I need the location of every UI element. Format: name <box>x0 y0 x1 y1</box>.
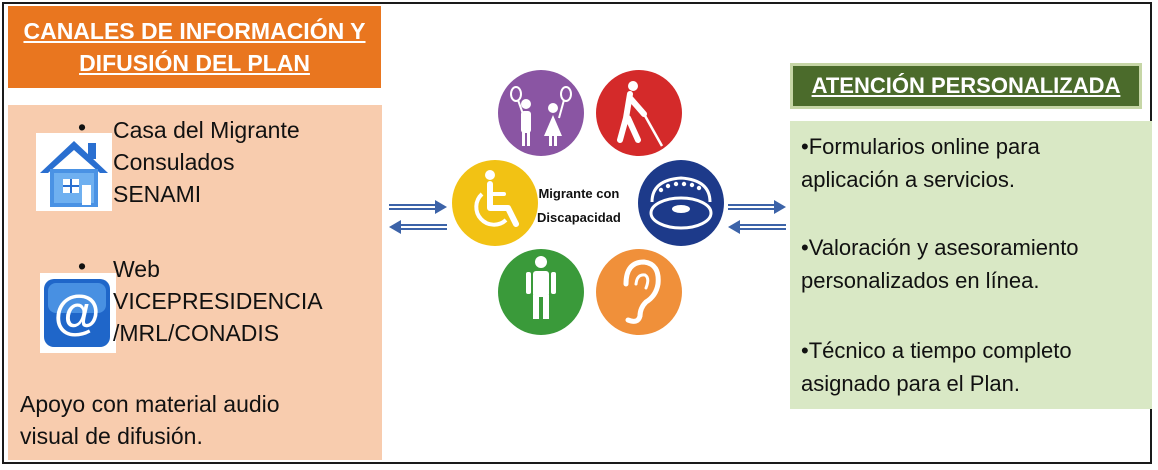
center-label-line1: Migrante con <box>538 186 620 201</box>
right-panel-header: ATENCIÓN PERSONALIZADA <box>790 63 1142 109</box>
left-double-arrow <box>389 200 447 234</box>
center-label: Migrante con Discapacidad <box>537 182 621 230</box>
center-label-line2: Discapacidad <box>537 210 621 225</box>
left-header-line2: DIFUSIÓN DEL PLAN <box>79 50 310 76</box>
bullet-2: • <box>78 253 87 279</box>
center-disability-cluster <box>452 70 724 335</box>
left-footer-line1: Apoyo con material audio <box>20 391 280 417</box>
right-header-title: ATENCIÓN PERSONALIZADA <box>811 73 1121 98</box>
group1-line1: Casa del Migrante <box>113 117 300 143</box>
ear-icon <box>596 249 682 335</box>
group2-line3: /MRL/CONADIS <box>113 320 280 346</box>
svg-text:@: @ <box>54 287 101 340</box>
right-item3-line1: •Técnico a tiempo completo <box>801 338 1072 363</box>
at-sign-icon: @ <box>40 273 116 353</box>
right-item1-line1: •Formularios online para <box>801 134 1040 159</box>
standing-person-icon <box>498 249 584 335</box>
left-panel-header: CANALES DE INFORMACIÓN Y DIFUSIÓN DEL PL… <box>8 6 381 88</box>
right-item1-line2: aplicación a servicios. <box>801 167 1015 192</box>
right-double-arrow <box>728 200 786 234</box>
group1-line3: SENAMI <box>113 181 202 207</box>
group2-line2: VICEPRESIDENCIA <box>113 288 323 314</box>
blind-cane-icon <box>596 70 682 156</box>
right-arrow-icon <box>728 200 786 214</box>
group2-line1: Web <box>113 256 160 282</box>
left-arrow-icon <box>728 220 786 234</box>
right-panel-box: •Formularios online para aplicación a se… <box>790 121 1152 409</box>
left-header-line1: CANALES DE INFORMACIÓN Y <box>23 18 366 44</box>
house-icon <box>36 133 112 211</box>
family-icon <box>498 70 584 156</box>
right-item2-line2: personalizados en línea. <box>801 268 1040 293</box>
right-item3-line2: asignado para el Plan. <box>801 371 1020 396</box>
left-footer-line2: visual de difusión. <box>20 423 203 449</box>
bullet-1: • <box>78 114 87 140</box>
right-arrow-icon <box>389 200 447 214</box>
left-arrow-icon <box>389 220 447 234</box>
group1-line2: Consulados <box>113 149 235 175</box>
wheelchair-icon <box>452 160 538 246</box>
right-item2-line1: •Valoración y asesoramiento <box>801 235 1079 260</box>
braille-face-icon <box>638 160 724 246</box>
left-panel-box: @ <box>8 105 382 460</box>
